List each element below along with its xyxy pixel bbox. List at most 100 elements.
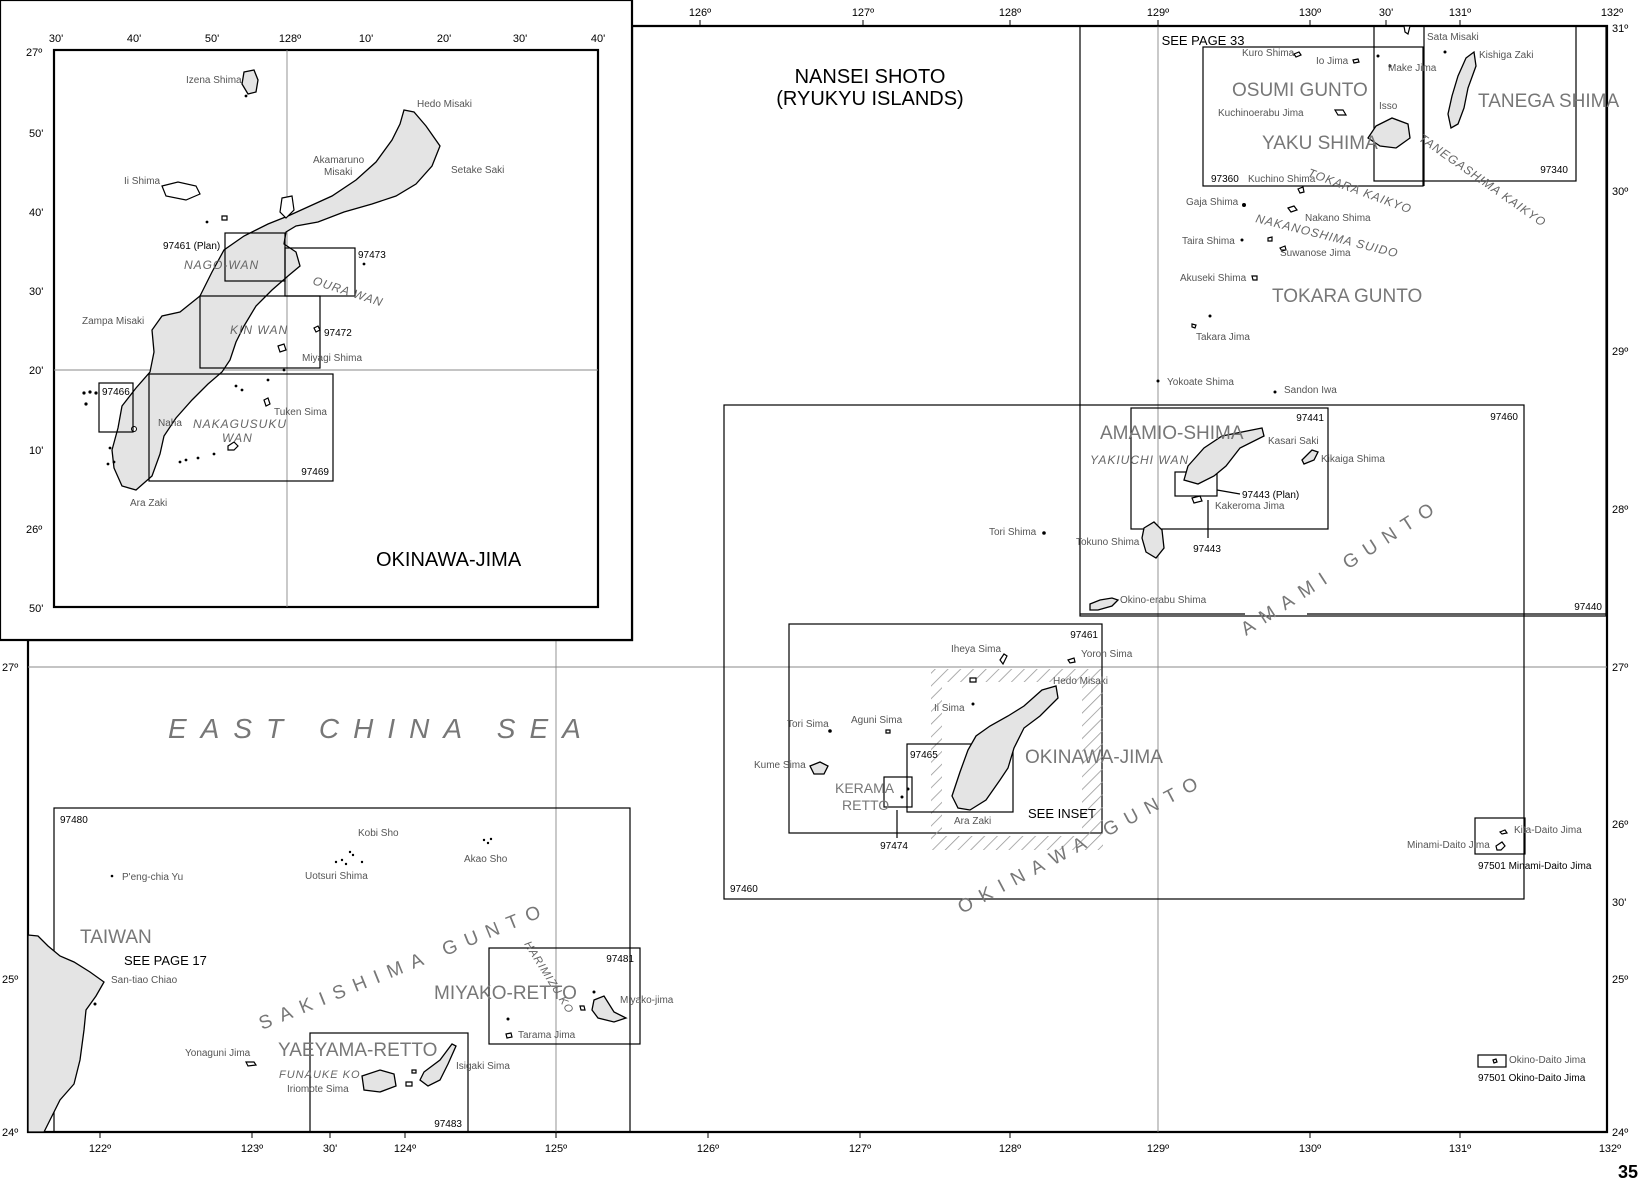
chart-number-97460-b: 97460 <box>730 884 758 895</box>
label-miyako-retto: MIYAKO-RETTO <box>434 983 577 1004</box>
amami-labels: AMAMIO-SHIMA Kasari Saki Kikaiga Shima K… <box>989 423 1385 606</box>
label-make-jima: Make Jima <box>1388 63 1437 74</box>
inset-chart-97472: 97472 <box>324 328 352 339</box>
tick-127: 127º <box>852 7 874 19</box>
island-io-jima <box>1352 58 1360 64</box>
label-kobi-sho: Kobi Sho <box>358 828 399 839</box>
tick-27n: 27º <box>1612 662 1628 674</box>
inset-left-tick-labels: 27º 50' 40' 30' 20' 10' 26º 50' <box>26 47 43 615</box>
island-kume <box>809 761 829 775</box>
inset-label-izena: Izena Shima <box>186 75 242 86</box>
label-ii-sima: Ii Sima <box>934 703 965 714</box>
chart-box-97441 <box>1130 407 1329 530</box>
tick-31n: 31º <box>1612 23 1628 35</box>
inset-box-97472 <box>199 295 321 369</box>
label-kuchinoerabu: Kuchinoerabu Jima <box>1218 108 1304 119</box>
inset-chart-97473: 97473 <box>358 250 386 261</box>
chart-number-97461: 97461 <box>1070 630 1098 641</box>
tick-26n: 26º <box>1612 819 1628 831</box>
chart-box-97481 <box>488 947 641 1045</box>
label-taiwan: TAIWAN <box>80 927 152 948</box>
inset-label-nakagusuku: NAKAGUSUKU <box>193 417 287 431</box>
label-uotsuri: Uotsuri Shima <box>305 871 368 882</box>
label-kuchino-shima: Kuchino Shima <box>1248 174 1316 185</box>
inset-island-sesoko <box>221 215 228 221</box>
see-inset-label: SEE INSET <box>1028 806 1096 821</box>
label-kikaiga: Kikaiga Shima <box>1321 454 1385 465</box>
right-tick-labels: 31º 30º 29º 28º 27º 26º 30' 25º 24º <box>1612 23 1628 1139</box>
label-santiao: San-tiao Chiao <box>111 975 178 986</box>
island-miyako <box>591 995 628 1023</box>
label-tori-shima-north: Tori Shima <box>989 527 1037 538</box>
island-iheya <box>999 653 1008 666</box>
inset-tick-t6: 30' <box>513 33 527 45</box>
chart-box-97501-minami <box>1474 817 1526 855</box>
see-page-17-label: SEE PAGE 17 <box>124 953 207 968</box>
chart-number-97440: 97440 <box>1574 602 1602 613</box>
tick-27n-l: 27º <box>2 662 18 674</box>
tick-30min-b: 30' <box>323 1143 337 1155</box>
inset-box-97469 <box>148 373 334 482</box>
top-tick-labels: 126º 127º 128º 129º 130º 30' 131º 132º <box>689 7 1623 19</box>
inset-tick-l4: 20' <box>29 365 43 377</box>
chart-number-97465: 97465 <box>910 750 938 761</box>
label-tanega-shima: TANEGA SHIMA <box>1478 91 1619 112</box>
label-amamio-shima: AMAMIO-SHIMA <box>1100 423 1244 444</box>
tick-25-30n: 30' <box>1612 897 1626 909</box>
tick-28n: 28º <box>1612 504 1628 516</box>
tick-25n: 25º <box>1612 974 1628 986</box>
island-kohama <box>405 1081 413 1087</box>
okinawa-labels: Iheya Sima Yoron Sima Hedo Misaki Ii Sim… <box>754 644 1163 827</box>
chart-number-97443-plan: 97443 (Plan) <box>1242 490 1299 501</box>
main-title-line2: (RYUKYU ISLANDS) <box>776 88 963 110</box>
tick-124: 124º <box>394 1143 416 1155</box>
label-kakeroma: Kakeroma Jima <box>1215 501 1285 512</box>
island-irabu <box>579 1005 586 1011</box>
label-tarama: Tarama Jima <box>518 1030 576 1041</box>
chart-number-97460-a: 97460 <box>1490 412 1518 423</box>
label-okinawa-jima: OKINAWA-JIMA <box>1025 747 1163 768</box>
main-title-line1: NANSEI SHOTO <box>795 66 946 88</box>
island-tokuno <box>1141 521 1165 559</box>
inset-tick-t5: 20' <box>437 33 451 45</box>
inset-map-frame <box>52 48 600 609</box>
label-pengchia: P'eng-chia Yu <box>122 872 183 883</box>
label-sandon-iwa: Sandon Iwa <box>1284 385 1337 396</box>
inset-label-wan: WAN <box>222 431 253 445</box>
chart-box-97474 <box>883 776 913 808</box>
tick-130-b: 130º <box>1299 1143 1321 1155</box>
label-kerama: KERAMA <box>835 780 895 796</box>
island-aguni <box>885 729 891 734</box>
chart-number-97483: 97483 <box>434 1119 462 1130</box>
tick-129: 129º <box>1147 7 1169 19</box>
chart-box-97460-upper <box>723 404 1525 900</box>
tick-127-b: 127º <box>849 1143 871 1155</box>
label-isso: Isso <box>1379 101 1398 112</box>
inset-tick-l0: 27º <box>26 47 42 59</box>
label-ara-zaki: Ara Zaki <box>954 816 991 827</box>
tick-123: 123º <box>241 1143 263 1155</box>
island-tanega-shima <box>1447 50 1477 130</box>
inset-label-ii-shima: Ii Shima <box>124 176 161 187</box>
inset-hatched-frame <box>931 669 1103 850</box>
label-tanegashima-kaikyo: TANEGASHIMA KAIKYO <box>1416 131 1549 230</box>
island-kuchinoerabu <box>1333 109 1348 116</box>
label-io-jima: Io Jima <box>1316 56 1349 67</box>
tokara-labels: Gaja Shima Nakano Shima Taira Shima Suwa… <box>1167 197 1422 396</box>
inset-tick-l3: 30' <box>29 286 43 298</box>
island-yonaguni <box>245 1061 258 1067</box>
chart-box-97360-outer <box>1079 25 1607 617</box>
label-kuro-shima: Kuro Shima <box>1242 48 1295 59</box>
label-osumi-gunto: OSUMI GUNTO <box>1232 80 1368 101</box>
inset-chart-97461-plan: 97461 (Plan) <box>163 241 220 252</box>
chart-number-97501-okino: 97501 Okino-Daito Jima <box>1478 1073 1586 1084</box>
inset-tick-l1: 50' <box>29 128 43 140</box>
inset-label-naha: Naha <box>158 418 182 429</box>
tick-125: 125º <box>545 1143 567 1155</box>
chart-number-97501-minami: 97501 Minami-Daito Jima <box>1478 861 1592 872</box>
inset-box-97466 <box>98 382 134 433</box>
tick-30min: 30' <box>1379 7 1393 19</box>
osumi-labels: Kuro Shima Io Jima Sata Misaki Kishiga Z… <box>1218 32 1619 185</box>
inset-tick-t4: 10' <box>359 33 373 45</box>
label-retto: RETTO <box>842 797 889 813</box>
